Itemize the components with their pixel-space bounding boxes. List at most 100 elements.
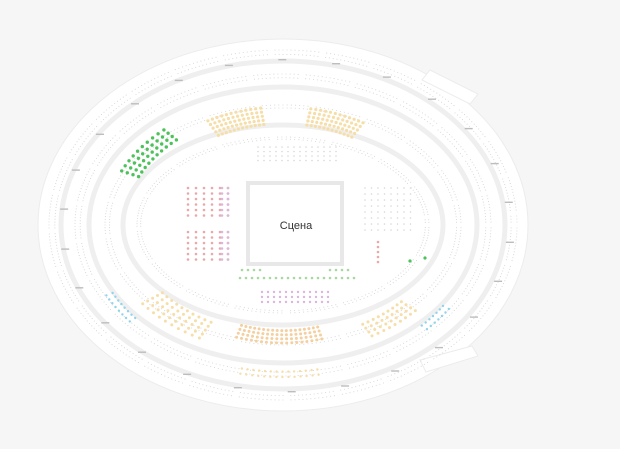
seat[interactable]: [104, 232, 106, 234]
seat[interactable]: [322, 276, 326, 280]
seat[interactable]: [112, 137, 114, 139]
seat[interactable]: [257, 343, 259, 345]
seat[interactable]: [186, 94, 188, 96]
seat[interactable]: [165, 171, 167, 173]
seat[interactable]: [390, 187, 392, 189]
seat[interactable]: [377, 211, 379, 213]
seat[interactable]: [383, 211, 386, 213]
seat[interactable]: [371, 386, 374, 388]
seat[interactable]: [182, 285, 184, 287]
seat[interactable]: [103, 301, 105, 303]
seat[interactable]: [186, 203, 190, 206]
seat[interactable]: [407, 76, 409, 78]
seat[interactable]: [239, 142, 241, 144]
seat[interactable]: [516, 230, 518, 232]
seat[interactable]: [149, 255, 151, 257]
seat[interactable]: [269, 73, 271, 75]
seat[interactable]: [379, 95, 381, 97]
seat[interactable]: [244, 325, 248, 328]
seat[interactable]: [323, 155, 325, 157]
seat[interactable]: [275, 146, 277, 148]
seat[interactable]: [135, 331, 137, 333]
seat[interactable]: [64, 276, 67, 278]
seat[interactable]: [514, 248, 516, 250]
seat[interactable]: [282, 395, 284, 397]
seat[interactable]: [286, 49, 288, 51]
seat[interactable]: [412, 264, 414, 266]
seat[interactable]: [246, 51, 248, 53]
seat[interactable]: [163, 343, 165, 345]
seat[interactable]: [83, 308, 85, 310]
seat[interactable]: [237, 108, 239, 110]
seat[interactable]: [194, 186, 198, 190]
seat[interactable]: [426, 121, 428, 123]
seat[interactable]: [82, 248, 84, 250]
seat[interactable]: [80, 136, 82, 138]
seat[interactable]: [335, 144, 337, 146]
seat[interactable]: [435, 279, 437, 281]
seat[interactable]: [77, 252, 80, 254]
seat[interactable]: [144, 299, 146, 301]
seat[interactable]: [468, 282, 470, 285]
seat[interactable]: [141, 246, 143, 248]
seat[interactable]: [107, 306, 109, 308]
seat[interactable]: [356, 148, 358, 150]
seat[interactable]: [437, 165, 439, 167]
seat[interactable]: [294, 104, 297, 106]
seat[interactable]: [49, 206, 51, 208]
seat[interactable]: [269, 375, 272, 378]
seat[interactable]: [447, 138, 449, 140]
seat[interactable]: [123, 347, 126, 349]
seat[interactable]: [174, 69, 176, 71]
seat[interactable]: [153, 182, 155, 185]
seat[interactable]: [217, 119, 221, 123]
seat[interactable]: [217, 60, 219, 63]
seat[interactable]: [496, 164, 498, 166]
seat[interactable]: [265, 104, 267, 107]
seat[interactable]: [439, 354, 441, 356]
seat[interactable]: [220, 247, 224, 250]
seat[interactable]: [514, 203, 516, 205]
seat[interactable]: [360, 59, 362, 61]
seat[interactable]: [85, 189, 87, 191]
seat[interactable]: [511, 188, 513, 190]
seat[interactable]: [110, 208, 112, 210]
seat[interactable]: [164, 375, 166, 377]
seat[interactable]: [302, 295, 306, 299]
seat[interactable]: [305, 54, 307, 56]
seat[interactable]: [385, 355, 387, 357]
seat[interactable]: [486, 310, 488, 312]
seat[interactable]: [433, 90, 435, 92]
seat[interactable]: [420, 244, 422, 246]
seat[interactable]: [268, 312, 270, 314]
seat[interactable]: [108, 227, 111, 229]
seat[interactable]: [211, 391, 213, 393]
seat[interactable]: [226, 197, 230, 201]
seat[interactable]: [111, 202, 114, 204]
seat[interactable]: [211, 362, 214, 364]
seat[interactable]: [512, 257, 514, 259]
seat[interactable]: [435, 351, 437, 353]
seat[interactable]: [236, 127, 240, 131]
seat[interactable]: [196, 122, 198, 124]
seat[interactable]: [85, 176, 87, 178]
seat[interactable]: [320, 309, 322, 311]
seat[interactable]: [176, 281, 178, 283]
seat[interactable]: [458, 241, 460, 243]
seat[interactable]: [432, 125, 434, 127]
seat[interactable]: [390, 374, 392, 376]
seat[interactable]: [212, 299, 214, 301]
seat[interactable]: [464, 151, 466, 153]
seat[interactable]: [432, 353, 434, 355]
seat[interactable]: [215, 56, 217, 58]
seat[interactable]: [56, 198, 59, 200]
seat[interactable]: [60, 184, 62, 186]
seat[interactable]: [481, 181, 483, 183]
seat[interactable]: [444, 175, 446, 177]
seat[interactable]: [236, 57, 238, 59]
seat[interactable]: [214, 302, 216, 304]
seat[interactable]: [313, 393, 315, 395]
seat[interactable]: [260, 300, 264, 304]
seat[interactable]: [272, 300, 276, 304]
seat[interactable]: [433, 166, 435, 168]
